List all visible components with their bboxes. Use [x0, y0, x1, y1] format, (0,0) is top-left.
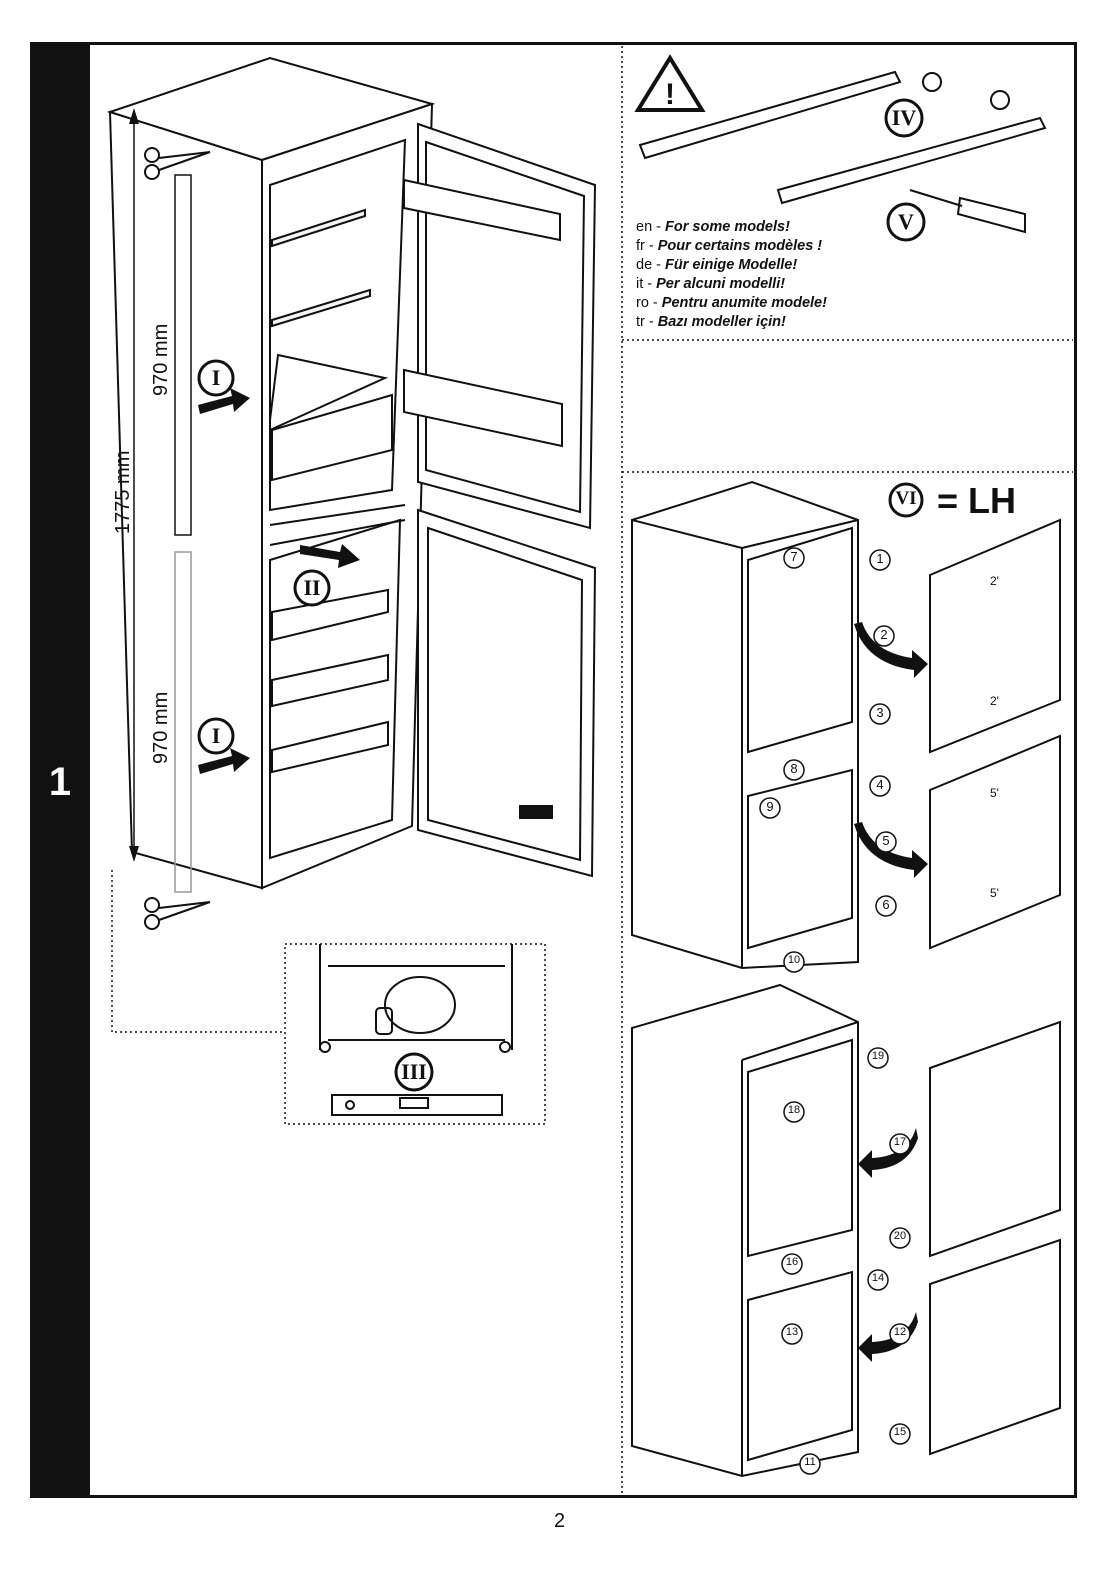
step-marker-13: 13: [780, 1326, 804, 1338]
lang-line-de: de - Für einige Modelle!: [636, 256, 827, 275]
step-marker-16: 16: [780, 1256, 804, 1268]
lang-line-fr: fr - Pour certains modèles !: [636, 237, 827, 256]
lang-line-ro: ro - Pentru anumite modele!: [636, 294, 827, 313]
lang-line-en: en - For some models!: [636, 218, 827, 237]
step-marker-19: 19: [866, 1050, 890, 1062]
dimension-total: 1775 mm: [112, 451, 135, 534]
page-number: 2: [0, 1510, 1119, 1533]
step-marker-4: 4: [870, 777, 890, 792]
roman-ii: II: [295, 575, 329, 601]
roman-iii: III: [396, 1059, 432, 1085]
step-marker-8: 8: [784, 761, 804, 776]
step-marker-10: 10: [782, 954, 806, 966]
door-label-lower-1: 5': [990, 786, 999, 800]
step-marker-1: 1: [870, 551, 890, 566]
dimension-upper: 970 mm: [150, 324, 173, 396]
door-label-lower-2: 5': [990, 886, 999, 900]
step-marker-7: 7: [784, 549, 804, 564]
step-marker-15: 15: [888, 1426, 912, 1438]
roman-iv: IV: [886, 105, 922, 131]
step-marker-9: 9: [760, 799, 780, 814]
step-marker-5: 5: [876, 833, 896, 848]
step-marker-6: 6: [876, 897, 896, 912]
roman-i-upper: I: [199, 365, 233, 391]
lang-line-tr: tr - Bazı modeller için!: [636, 313, 827, 332]
language-notes: en - For some models! fr - Pour certains…: [636, 218, 827, 332]
fridge-cabinet: [110, 58, 595, 888]
step-marker-20: 20: [888, 1230, 912, 1242]
step-marker-17: 17: [888, 1136, 912, 1148]
scissors-icon: [145, 898, 210, 929]
lh-label: = LH: [937, 480, 1016, 522]
door-label-upper-2: 2': [990, 694, 999, 708]
step-marker-2: 2: [874, 627, 894, 642]
step-marker-12: 12: [888, 1326, 912, 1338]
step-marker-14: 14: [866, 1272, 890, 1284]
roman-i-lower: I: [199, 723, 233, 749]
step-marker-18: 18: [782, 1104, 806, 1116]
roman-v: V: [888, 209, 924, 235]
roman-vi: VI: [890, 488, 922, 510]
dimension-lower: 970 mm: [150, 692, 173, 764]
step-marker-3: 3: [870, 705, 890, 720]
svg-text:!: !: [665, 78, 675, 111]
door-label-upper-1: 2': [990, 574, 999, 588]
lang-line-it: it - Per alcuni modelli!: [636, 275, 827, 294]
step-marker-11: 11: [798, 1456, 822, 1468]
